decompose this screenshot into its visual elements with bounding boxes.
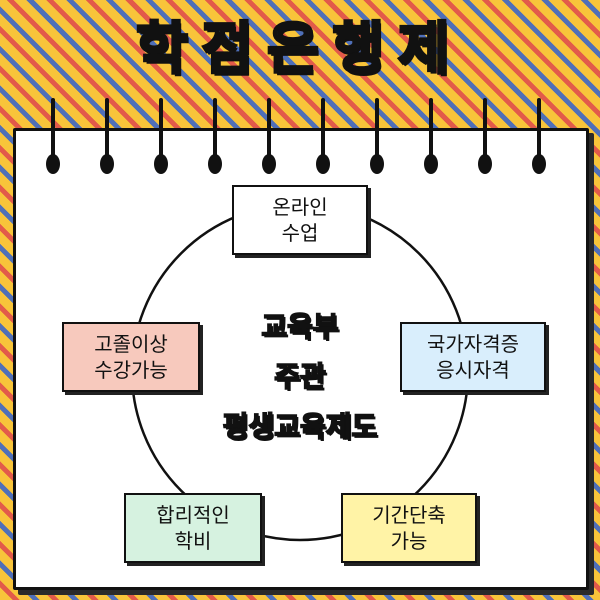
node-label: 기간단축 가능 (372, 503, 446, 553)
center-line-2: 주관 (273, 359, 326, 394)
center-text: 교육부 주관 평생교육제도 (170, 302, 430, 452)
ring (154, 98, 168, 174)
diagram-title: 학점은행제 (135, 16, 464, 84)
ring (478, 98, 492, 174)
center-line-3: 평생교육제도 (222, 409, 378, 444)
ring (262, 98, 276, 174)
node-high-school-graduates: 고졸이상 수강가능 (62, 322, 200, 392)
node-label: 국가자격증 응시자격 (427, 332, 519, 382)
ring (46, 98, 60, 174)
ring (424, 98, 438, 174)
node-online-classes: 온라인 수업 (232, 185, 368, 255)
ring (370, 98, 384, 174)
ring (208, 98, 222, 174)
ring (100, 98, 114, 174)
node-reasonable-tuition: 합리적인 학비 (124, 493, 262, 563)
node-label: 합리적인 학비 (156, 503, 230, 553)
node-label: 고졸이상 수강가능 (94, 332, 168, 382)
node-label: 온라인 수업 (272, 195, 328, 245)
center-line-1: 교육부 (261, 309, 340, 344)
node-shortened-period: 기간단축 가능 (341, 493, 477, 563)
ring (316, 98, 330, 174)
ring (532, 98, 546, 174)
node-certificate-eligibility: 국가자격증 응시자격 (400, 322, 546, 392)
